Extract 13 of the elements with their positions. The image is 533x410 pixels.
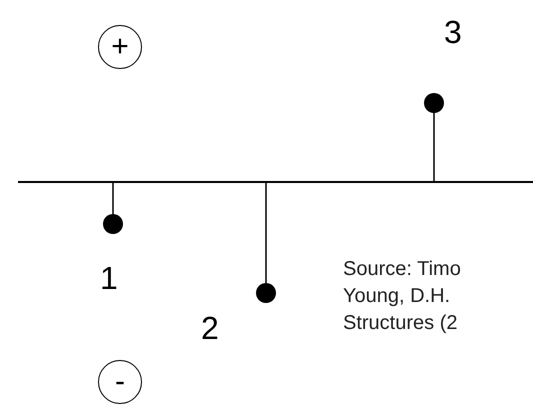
- axis-line: [18, 181, 533, 183]
- stem-line: [112, 183, 114, 214]
- stem-line: [265, 183, 267, 283]
- point-number: 1: [100, 260, 118, 296]
- sign-circle: -: [98, 360, 142, 404]
- point-number: 2: [201, 310, 219, 346]
- sign-circle: +: [98, 25, 142, 69]
- source-note: Source: Timo Young, D.H. Structures (2: [343, 257, 462, 336]
- point-dot: [103, 214, 123, 234]
- stem-line: [433, 113, 435, 181]
- point-dot: [256, 283, 276, 303]
- point-number: 3: [444, 14, 462, 50]
- point-dot: [424, 93, 444, 113]
